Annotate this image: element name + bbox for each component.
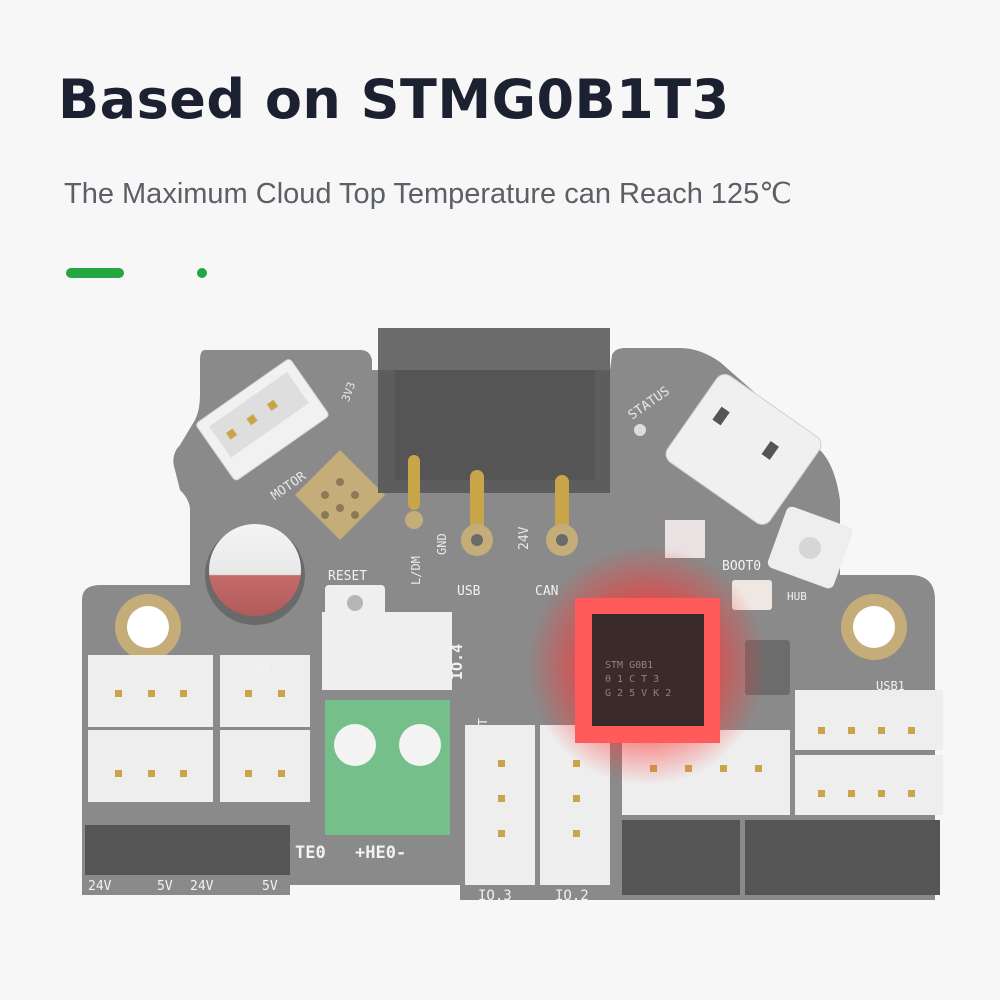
silk-bottom-24v-1: 24V [88,879,112,894]
motor-connector [196,359,329,481]
mount-hole-left [115,594,181,660]
speaker-pad [295,450,385,540]
silk-gnd: GND [435,533,449,555]
silk-usb: USB [457,584,481,599]
power-can-connector [378,328,610,556]
silk-io2: IO.2 [555,888,589,904]
mount-hole-right [841,594,907,660]
usb-c-connector [665,373,822,525]
silk-te0: TE0 [295,843,326,863]
mcu-chip: STM G0B1 0 1 C T 3 G 2 5 V K 2 [575,598,720,743]
right-connectors [622,690,943,895]
left-connectors [85,655,310,875]
pcb-board-illustration: MOTOR 3V3 L/DM GND 24V STATUS BOOT0 HUB [82,328,943,904]
silk-bottom-5v-1: 5V [157,879,173,894]
page-subtitle: The Maximum Cloud Top Temperature can Re… [64,178,792,210]
silk-ldm: L/DM [409,556,423,585]
silk-bottom-5v-2: 5V [262,879,278,894]
electrolytic-capacitor [205,524,305,625]
silk-hub: HUB [787,590,807,603]
silk-io4: IO.4 [448,644,466,680]
io-connectors [465,725,610,885]
accent-dash [66,268,124,278]
silk-reset: RESET [328,569,367,584]
page-title: Based on STMG0B1T3 [58,68,730,131]
silk-3v3: 3V3 [339,380,358,403]
chip-line-3: G 2 5 V K 2 [605,688,671,699]
heater-terminal-block [322,612,452,835]
status-led [634,424,646,436]
chip-line-2: 0 1 C T 3 [605,674,659,685]
chip-line-1: STM G0B1 [605,660,653,671]
accent-dot [197,268,207,278]
silk-bottom-24v-2: 24V [190,879,214,894]
silk-io3: IO.3 [478,888,512,904]
silk-boot0: BOOT0 [722,559,761,574]
silk-24v-top: 24V [517,526,532,550]
boot0-button [767,506,853,589]
silk-an: AN [255,661,269,675]
silk-usb1: USB1 [876,679,905,693]
silk-he0: +HE0- [355,843,406,863]
